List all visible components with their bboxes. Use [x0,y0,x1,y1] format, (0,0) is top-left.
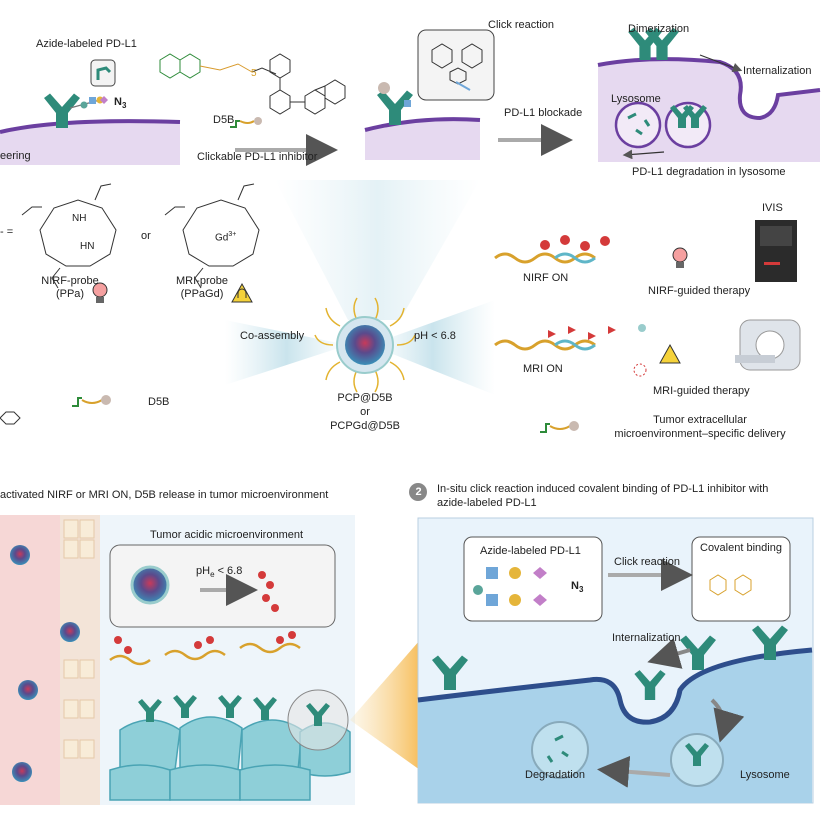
degradation-top: PD-L1 degradation in lysosome [632,166,786,178]
magnet-warning-icon [231,282,253,303]
mri-chain [494,324,681,377]
lysosome-bottom: Lysosome [740,769,790,781]
inhibitor-count: 5 [251,68,257,79]
ivis-machine-icon [755,220,797,282]
mri-probe-label: MRI-probe(PPaGd) [176,275,228,300]
covalent-binding-label: Covalent binding [700,542,782,554]
mri-therapy-label: MRI-guided therapy [653,385,750,397]
click-reaction-top: Click reaction [488,19,555,31]
nanoparticle-icon [314,297,416,393]
top-cell-3 [597,27,821,162]
top-cell-2 [364,29,495,160]
nirf-probe-label: NIRF-probe(PPa) [41,275,99,300]
mri-scanner-icon [735,319,801,371]
degradation-bottom: Degradation [525,769,585,781]
ivis-label: IVIS [762,202,783,214]
lysosome-icon [614,101,662,149]
step-badge [409,483,427,501]
click-reaction-bottom: Click reaction [614,556,681,568]
engineering-fragment: eering [0,150,31,162]
inhibitor-label: Clickable PD-L1 inhibitor [197,151,318,163]
d5b-legend-icon [72,395,579,433]
ppagd-structure [164,183,260,289]
internalization-top: Internalization [743,65,812,77]
phe-label: pHe < 6.8 [196,565,243,580]
coassembly-label: Co-assembly [240,330,305,342]
bottom-left-panel [0,515,355,805]
azide-label-bottom: Azide-labeled PD-L1 [480,545,581,557]
nirf-therapy-label: NIRF-guided therapy [648,285,751,297]
d5b-label-top: D5B [213,114,235,126]
dimerization-label: Dimerization [628,23,690,35]
bottom-right-panel [417,517,814,804]
n3-label-top: N3 [114,96,127,111]
bottom-left-heading: activated NIRF or MRI ON, D5B release in… [0,489,329,501]
step-number: 2 [415,486,422,498]
inhibitor-structure [159,53,346,115]
top-cell-1 [0,59,181,165]
internalization-bottom: Internalization [612,632,681,644]
nh-label: NH [72,213,87,224]
ph-label: pH < 6.8 [414,330,456,342]
blockade-label: PD-L1 blockade [504,107,583,119]
azide-label-top: Azide-labeled PD-L1 [36,38,137,50]
or-label-1: or [141,230,151,242]
mri-on-label: MRI ON [523,363,563,375]
bottom-right-heading: In-situ click reaction induced covalent … [437,483,769,509]
tumor-acidic-label: Tumor acidic microenvironment [150,529,304,541]
equals-fragment: - = [0,226,14,238]
ppa-structure [21,183,117,289]
gd-label: Gd3+ [215,231,237,244]
d5b-small-icon [230,117,262,128]
nirf-chain [494,235,688,268]
d5b-legend-label: D5B [148,396,170,408]
lysosome-top: Lysosome [611,93,661,105]
nirf-on-label: NIRF ON [523,272,569,284]
lightbulb-icon [92,282,108,303]
hn-label: HN [80,241,95,252]
n3-label-bottom: N3 [571,580,584,595]
